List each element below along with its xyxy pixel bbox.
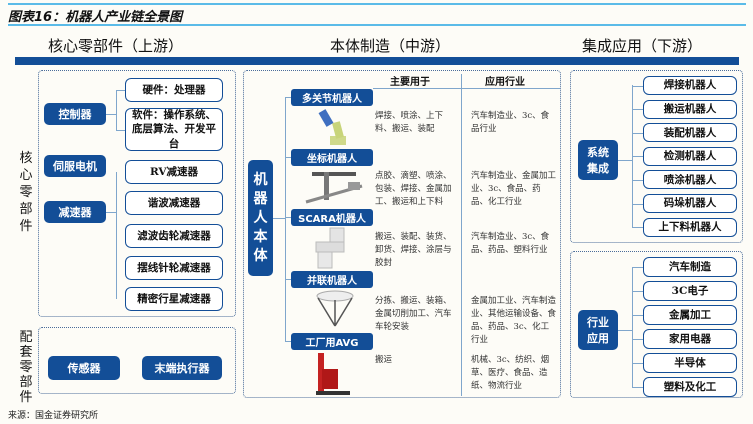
connector [285,279,291,280]
system-integration-panel [570,70,743,243]
connector [285,97,286,342]
cycloid-reducer-box: 摆线针轮减速器 [125,256,223,280]
robot-parallel-label: 并联机器人 [291,271,373,288]
system-item: 搬运机器人 [643,99,737,119]
connector [632,85,633,227]
harmonic-reducer-box: 谐波减速器 [125,191,223,215]
reducer-node: 减速器 [44,201,106,223]
connector [285,157,291,158]
robot-articulated-industry: 汽车制造业、3c、食品行业 [471,111,550,134]
support-components-panel [38,327,236,394]
cartesian-robot-image [305,172,363,204]
articulated-robot-image [318,109,346,145]
industry-header: 应用行业 [485,77,525,88]
system-integration-node: 系统集成 [578,140,618,180]
robot-scara-label: SCARA机器人 [291,209,373,226]
source-note: 来源：国金证券研究所 [8,411,99,421]
industry-application-panel [570,251,743,398]
use-header: 主要用于 [390,77,430,88]
title-rule [8,24,746,26]
downstream-header: 集成应用（下游） [582,37,703,55]
connector [285,217,291,218]
robot-parallel-industry: 金属加工业、汽车制造业、其他运输设备、食品、药品、3c、化工行业 [471,296,557,345]
top-rule [8,3,746,5]
end-effector-node: 末端执行器 [142,356,222,380]
industry-application-node: 行业应用 [578,310,618,350]
connector [632,267,643,268]
figure-title: 图表16：机器人产业链全景图 [8,10,183,25]
industry-item: 半导体 [643,353,737,373]
midstream-header: 本体制造（中游） [330,37,451,55]
connector [632,132,643,134]
robot-agv-use: 搬运 [375,355,393,365]
connector [632,315,643,316]
connector [116,90,125,91]
hardware-box: 硬件：处理器 [125,78,223,102]
midstream-panel [243,70,561,398]
connector [632,387,643,388]
connector [632,339,643,340]
robot-cartesian-use: 点胶、滴塑、喷涂、包装、焊接、金属加工、搬运和上下料 [375,171,452,207]
servo-node: 伺服电机 [44,155,106,177]
robot-agv-industry: 机械、3c、纺织、烟草、医疗、食品、造纸、物流行业 [471,355,550,391]
robot-articulated-label: 多关节机器人 [291,89,373,106]
robot-parallel-use: 分拣、搬运、装箱、金属切削加工、汽车车轮安装 [375,296,452,332]
robot-scara-industry: 汽车制造业、3c、食品、药品、塑料行业 [471,232,550,255]
connector [106,212,116,213]
connector [618,330,632,331]
planetary-reducer-box: 精密行星减速器 [125,287,223,311]
connector [116,130,125,131]
system-item: 焊接机器人 [643,76,737,95]
connector [273,218,285,219]
robot-cartesian-label: 坐标机器人 [291,149,373,166]
connector [116,172,117,299]
industry-item: 金属加工 [643,305,737,325]
core-label: 核心零部件 [19,151,33,234]
header-divider [373,88,560,89]
industry-item: 家用电器 [643,329,737,349]
robot-scara-use: 搬运、装配、装货、卸货、焊接、涂层与胶封 [375,232,452,268]
sensor-node: 传感器 [48,356,120,380]
connector [632,203,643,205]
parallel-robot-image [316,290,354,327]
connector [632,291,643,292]
controller-node: 控制器 [44,103,106,125]
rv-reducer-box: RV减速器 [125,160,223,184]
connector [632,267,633,387]
system-item: 喷涂机器人 [643,170,737,190]
system-item: 上下料机器人 [643,217,737,237]
robot-cartesian-industry: 汽车制造业、金属加工业、3c、食品、药品、化工行业 [471,171,557,207]
connector [632,109,643,111]
system-item: 码垛机器人 [643,194,737,213]
industry-item: 塑料及化工 [643,377,737,397]
core-components-panel [38,70,236,317]
robot-body-node: 机器人本体 [248,160,273,276]
connector [106,114,116,115]
upstream-header: 核心零部件（上游） [48,37,184,55]
system-item: 装配机器人 [643,123,737,143]
connector [632,227,643,229]
support-label: 配套零部件 [19,330,33,405]
connector [618,160,632,161]
scara-robot-image [315,227,345,269]
system-item: 检测机器人 [643,146,737,166]
connector [285,341,291,342]
industry-item: 3C电子 [643,281,737,301]
robot-agv-label: 工厂用AVG [291,333,373,350]
connector [632,363,643,364]
robot-articulated-use: 焊接、喷涂、上下料、搬运、装配 [375,111,444,134]
software-box: 软件：操作系统、底层算法、开发平台 [125,108,223,151]
connector [116,90,117,130]
connector [632,179,643,181]
agv-image [316,353,350,395]
connector [285,97,291,98]
column-divider [461,74,462,396]
connector [632,85,643,87]
filter-gear-reducer-box: 滤波齿轮减速器 [125,224,223,248]
industry-item: 汽车制造 [643,257,737,277]
connector [632,156,643,158]
header-bar [15,57,739,65]
